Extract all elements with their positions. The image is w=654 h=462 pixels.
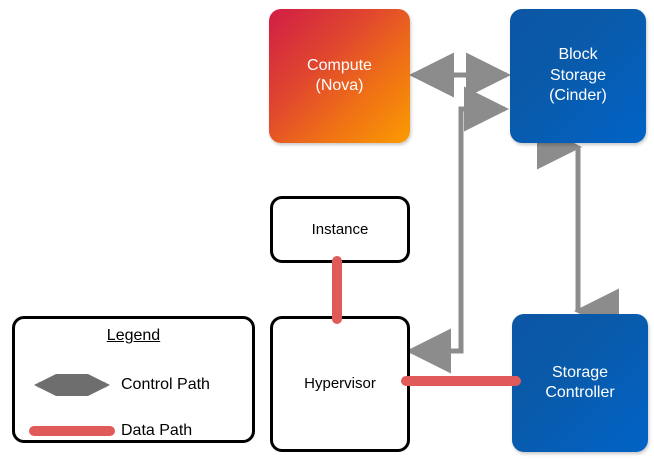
node-instance-label: Instance <box>311 220 369 238</box>
connector-blockstorage-storagecontroller-control <box>537 124 619 334</box>
node-block-storage-label-line3: (Cinder) <box>549 87 607 105</box>
legend-panel: Legend Control Path <box>12 316 255 443</box>
node-instance[interactable]: Instance <box>270 196 410 263</box>
node-block-storage-cinder[interactable]: Block Storage (Cinder) <box>510 9 646 143</box>
node-storage-controller-label-line1: Storage <box>551 363 609 381</box>
node-storage-controller-label-line2: Controller <box>545 384 615 401</box>
control-path-arrow-icon <box>23 371 121 399</box>
legend-item-data-path: Data Path <box>15 417 252 445</box>
legend-label-control-path: Control Path <box>121 376 210 393</box>
node-block-storage-label-line2: Storage <box>549 66 607 84</box>
node-hypervisor-label: Hypervisor <box>304 375 376 393</box>
datapath-instance-hypervisor <box>332 256 342 324</box>
node-compute-label-line1: Compute <box>307 56 372 74</box>
data-path-line-icon <box>23 417 121 445</box>
legend-item-control-path: Control Path <box>15 371 252 399</box>
datapath-hypervisor-storagecontroller <box>401 376 521 386</box>
node-block-storage-label-line1: Block <box>558 46 598 64</box>
node-hypervisor[interactable]: Hypervisor <box>270 316 410 452</box>
connector-hypervisor-blockstorage-control <box>398 86 518 374</box>
node-compute-nova[interactable]: Compute (Nova) <box>269 9 410 143</box>
legend-label-data-path: Data Path <box>121 422 193 439</box>
node-compute-label-line2: (Nova) <box>315 77 364 94</box>
node-storage-controller[interactable]: Storage Controller <box>512 314 648 452</box>
legend-title: Legend <box>106 327 161 344</box>
connector-compute-blockstorage-control <box>404 52 516 98</box>
